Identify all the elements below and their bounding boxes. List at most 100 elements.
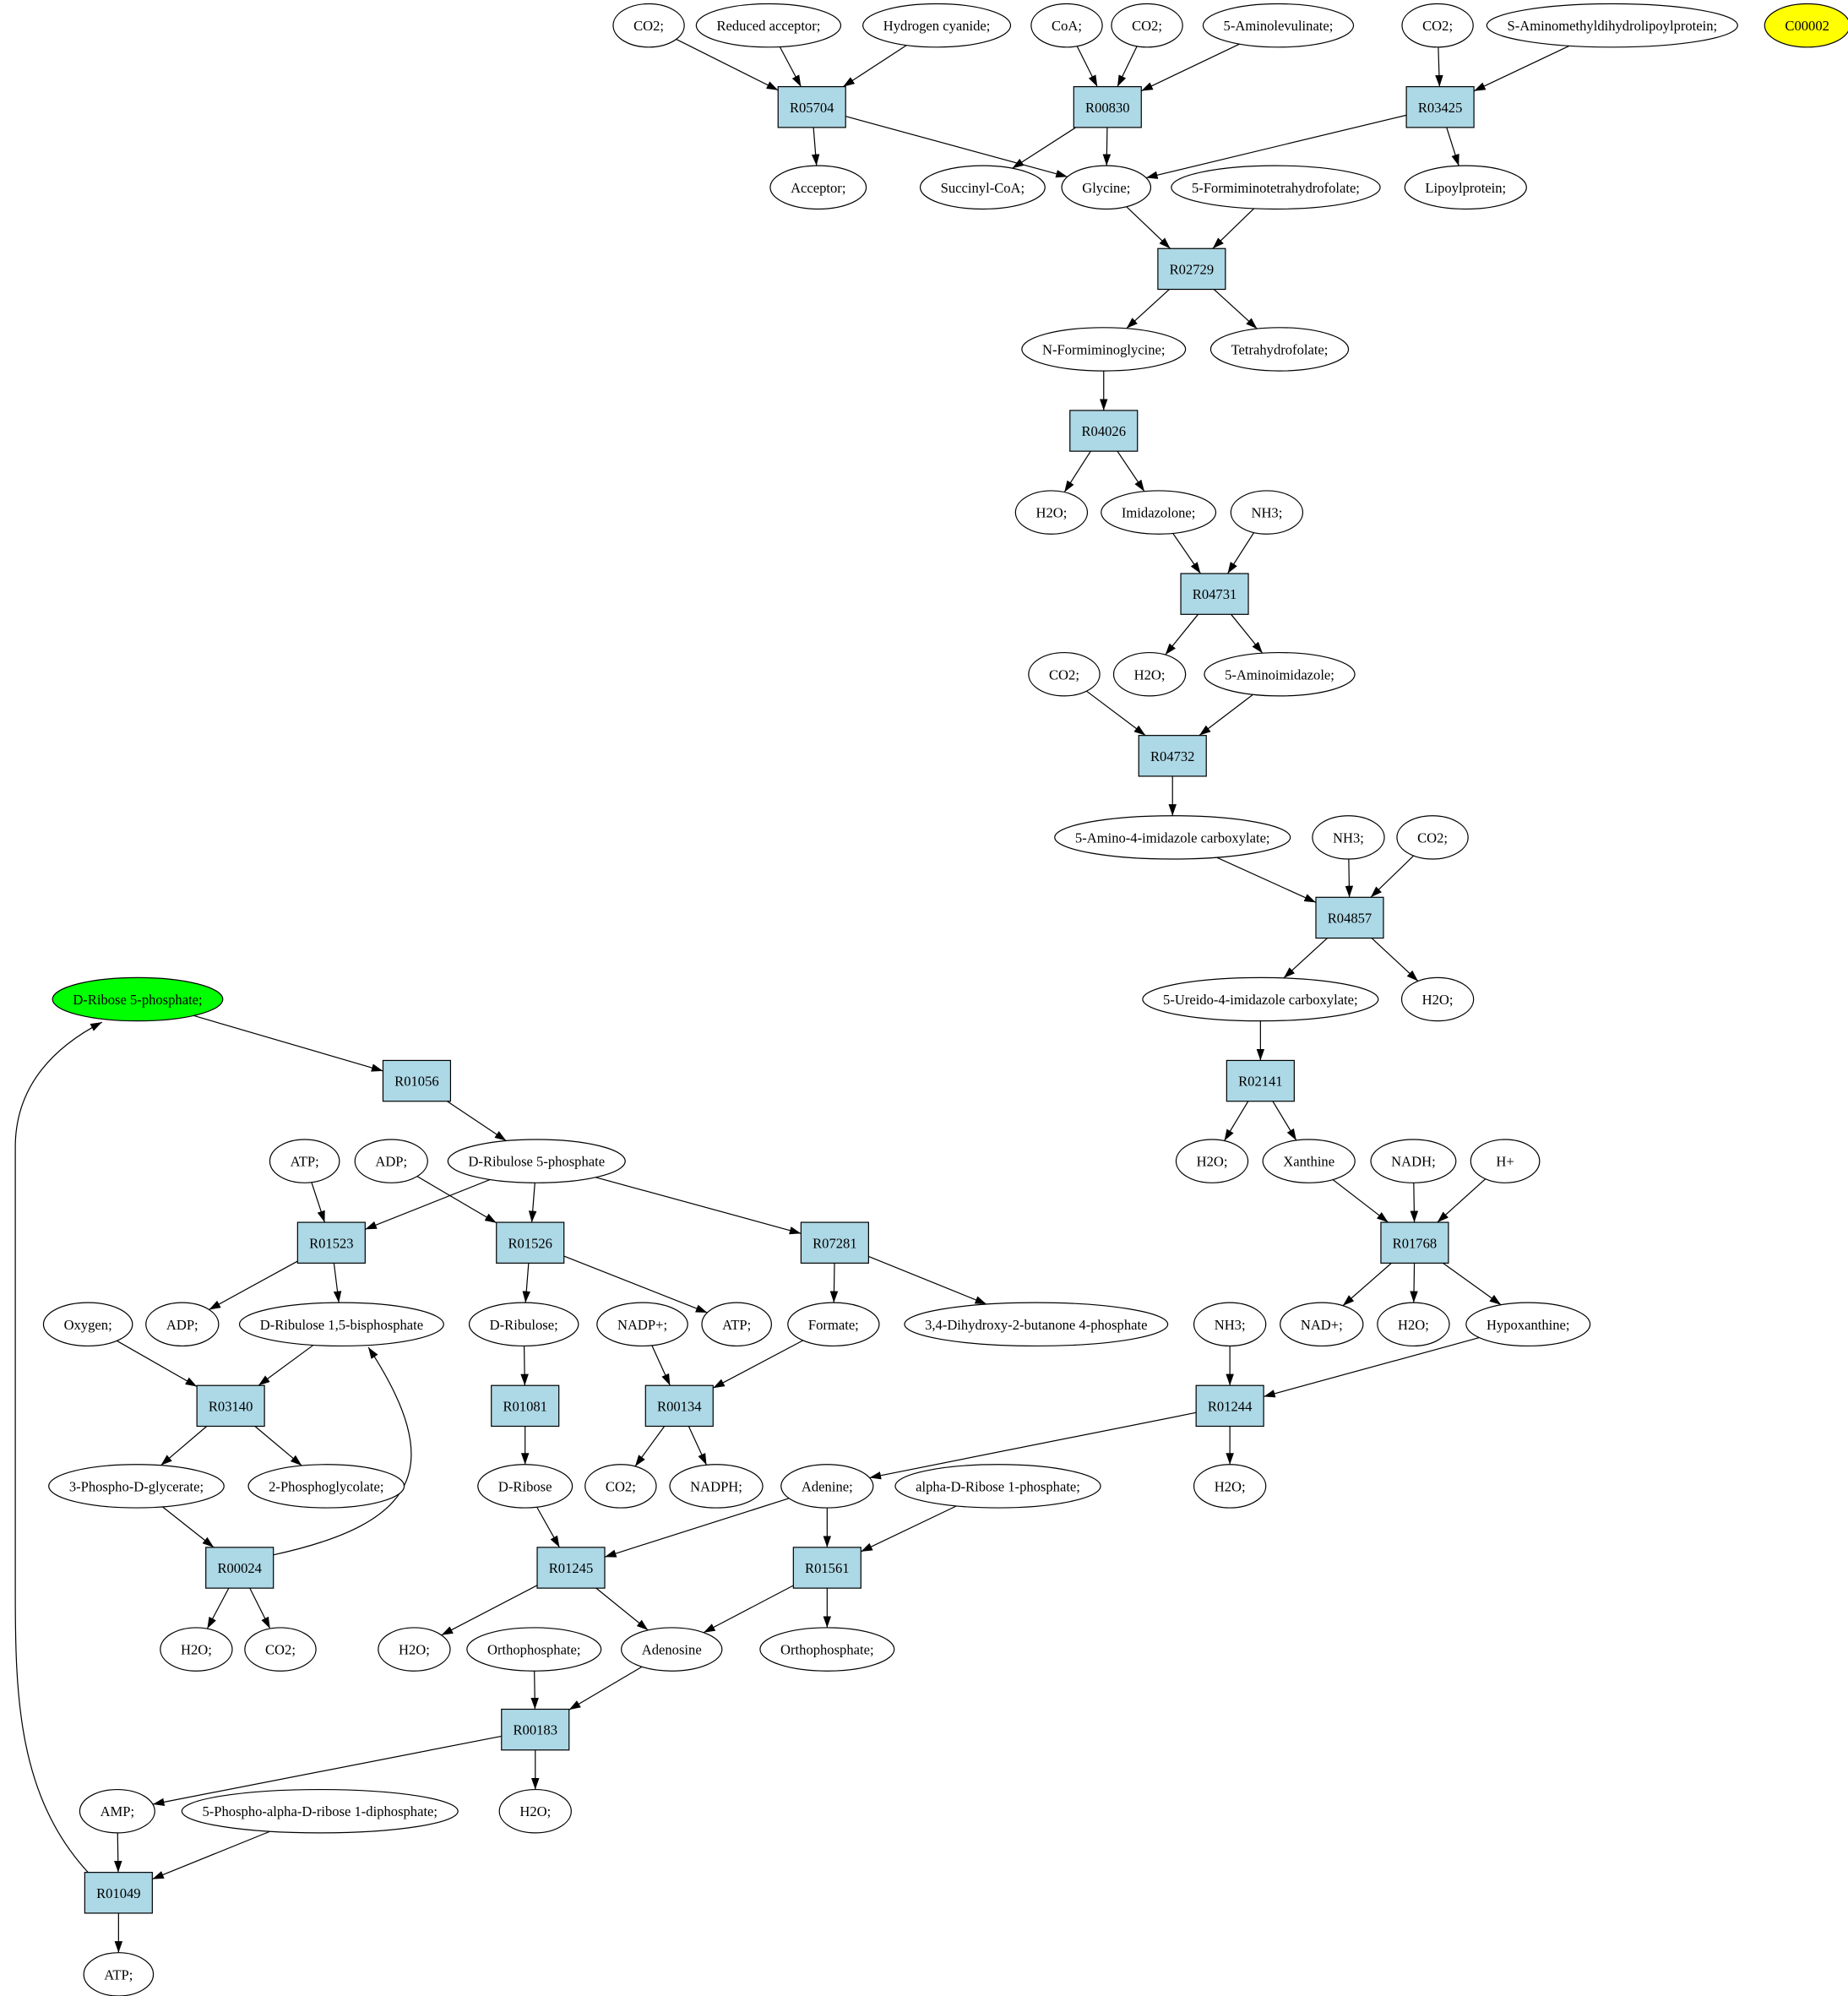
reaction-node[interactable]: R00024 — [205, 1547, 274, 1589]
compound-node[interactable]: Acceptor; — [769, 165, 867, 210]
compound-node[interactable]: H2O; — [1193, 1464, 1267, 1509]
compound-node[interactable]: alpha-D-Ribose 1-phosphate; — [894, 1464, 1101, 1509]
reaction-node[interactable]: R05704 — [777, 86, 846, 128]
node-label: Orthophosphate; — [780, 1642, 874, 1658]
compound-node[interactable]: ADP; — [354, 1139, 428, 1183]
compound-node[interactable]: Tetrahydrofolate; — [1209, 327, 1350, 372]
reaction-node[interactable]: R01049 — [84, 1872, 153, 1914]
compound-node[interactable]: Orthophosphate; — [466, 1627, 602, 1672]
reaction-node[interactable]: R03425 — [1405, 86, 1475, 128]
compound-ellipse — [145, 1302, 220, 1347]
reaction-node[interactable]: R01081 — [491, 1384, 560, 1428]
compound-node[interactable]: 5-Amino-4-imidazole carboxylate; — [1054, 815, 1291, 860]
compound-node[interactable]: NH3; — [1312, 815, 1385, 860]
reaction-node[interactable]: R04026 — [1069, 410, 1139, 452]
compound-node[interactable]: Adenosine — [621, 1627, 723, 1672]
compound-node[interactable]: H2O; — [378, 1627, 451, 1672]
reaction-node[interactable]: R01245 — [536, 1547, 606, 1589]
compound-node[interactable]: D-Ribulose 5-phosphate — [447, 1139, 626, 1183]
compound-node[interactable]: CO2; — [244, 1627, 317, 1672]
compound-node[interactable]: CO2; — [1028, 651, 1101, 697]
compound-node[interactable]: C00002 — [1764, 3, 1848, 48]
reaction-node[interactable]: R00134 — [644, 1384, 714, 1428]
reaction-node[interactable]: R04857 — [1315, 896, 1384, 939]
compound-node[interactable]: CO2; — [584, 1464, 657, 1509]
compound-node[interactable]: 5-Aminolevulinate; — [1202, 3, 1355, 48]
compound-node[interactable]: ATP; — [83, 1952, 155, 1996]
node-label: H+ — [1496, 1154, 1514, 1170]
node-label: C00002 — [1785, 18, 1829, 34]
compound-node[interactable]: N-Formiminoglycine; — [1021, 327, 1187, 372]
compound-node[interactable]: H2O; — [1175, 1139, 1249, 1183]
compound-node[interactable]: D-Ribulose; — [468, 1302, 579, 1347]
compound-node[interactable]: NAD+; — [1280, 1302, 1364, 1347]
reaction-node[interactable]: R00830 — [1073, 86, 1142, 128]
node-label: R03425 — [1418, 100, 1463, 116]
compound-node[interactable]: CO2; — [1111, 3, 1183, 48]
compound-node[interactable]: S-Aminomethyldihydrolipoylprotein; — [1486, 3, 1738, 48]
compound-node[interactable]: Formate; — [787, 1302, 880, 1347]
compound-node[interactable]: H2O; — [1400, 976, 1475, 1022]
reaction-node[interactable]: R01056 — [382, 1059, 452, 1102]
compound-node[interactable]: H+ — [1470, 1139, 1541, 1183]
compound-node[interactable]: NH3; — [1230, 490, 1304, 535]
compound-node[interactable]: ATP; — [269, 1139, 340, 1183]
compound-node[interactable]: ATP; — [701, 1302, 772, 1347]
compound-node[interactable]: 5-Ureido-4-imidazole carboxylate; — [1142, 976, 1379, 1022]
compound-node[interactable]: D-Ribose 5-phosphate; — [52, 976, 224, 1022]
reaction-node[interactable]: R02141 — [1226, 1059, 1295, 1102]
compound-node[interactable]: NADH; — [1370, 1139, 1457, 1183]
reaction-node[interactable]: R03140 — [196, 1384, 265, 1428]
edge-nadp-to-R00134 — [651, 1345, 671, 1386]
compound-node[interactable]: CoA; — [1030, 3, 1103, 48]
reaction-node[interactable]: R01244 — [1195, 1384, 1264, 1428]
node-label: CO2; — [1422, 18, 1453, 34]
compound-node[interactable]: D-Ribulose 1,5-bisphosphate — [238, 1302, 444, 1347]
compound-node[interactable]: 5-Aminoimidazole; — [1204, 651, 1356, 697]
compound-node[interactable]: Oxygen; — [42, 1302, 133, 1347]
compound-node[interactable]: CO2; — [612, 3, 685, 48]
reaction-node[interactable]: R00183 — [501, 1708, 570, 1751]
compound-node[interactable]: ADP; — [145, 1302, 220, 1347]
compound-node[interactable]: Xanthine — [1262, 1139, 1356, 1183]
compound-node[interactable]: D-Ribose — [477, 1464, 573, 1509]
reaction-box — [296, 1221, 366, 1264]
reaction-node[interactable]: R01526 — [496, 1221, 565, 1264]
compound-node[interactable]: Imidazolone; — [1101, 490, 1217, 535]
compound-node[interactable]: 5-Formiminotetrahydrofolate; — [1171, 165, 1381, 210]
compound-node[interactable]: AMP; — [79, 1788, 155, 1834]
reaction-node[interactable]: R01561 — [792, 1547, 861, 1589]
compound-node[interactable]: Hydrogen cyanide; — [862, 3, 1012, 48]
compound-node[interactable]: 2-Phosphoglycolate; — [247, 1464, 405, 1509]
reaction-node[interactable]: R04731 — [1180, 573, 1249, 615]
reaction-node[interactable]: R01768 — [1380, 1221, 1449, 1264]
compound-node[interactable]: 3-Phospho-D-glycerate; — [48, 1464, 225, 1509]
compound-node[interactable]: H2O; — [498, 1788, 572, 1834]
edge-red_acc-to-R05704 — [779, 46, 802, 87]
compound-node[interactable]: Adenine; — [780, 1464, 874, 1509]
compound-node[interactable]: Reduced acceptor; — [695, 3, 842, 48]
reaction-box — [792, 1547, 861, 1589]
compound-node[interactable]: Glycine; — [1061, 165, 1152, 210]
compound-node[interactable]: CO2; — [1396, 815, 1469, 860]
compound-node[interactable]: NH3; — [1193, 1302, 1267, 1347]
reaction-node[interactable]: R07281 — [800, 1221, 869, 1264]
compound-node[interactable]: NADP+; — [596, 1302, 688, 1347]
compound-ellipse — [447, 1139, 626, 1183]
compound-node[interactable]: Lipoylprotein; — [1404, 165, 1527, 210]
compound-node[interactable]: Hypoxanthine; — [1465, 1302, 1591, 1347]
compound-node[interactable]: 5-Phospho-alpha-D-ribose 1-diphosphate; — [181, 1788, 459, 1834]
compound-node[interactable]: 3,4-Dihydroxy-2-butanone 4-phosphate — [904, 1302, 1169, 1347]
compound-node[interactable]: H2O; — [160, 1627, 233, 1672]
reaction-node[interactable]: R04732 — [1138, 735, 1207, 777]
compound-node[interactable]: NADPH; — [669, 1464, 764, 1509]
reaction-node[interactable]: R01523 — [296, 1221, 366, 1264]
compound-node[interactable]: H2O; — [1014, 490, 1089, 535]
reaction-node[interactable]: R02729 — [1157, 247, 1226, 291]
compound-node[interactable]: Orthophosphate; — [759, 1627, 895, 1672]
compound-node[interactable]: CO2; — [1401, 3, 1474, 48]
compound-node[interactable]: Succinyl-CoA; — [919, 165, 1046, 210]
compound-node[interactable]: H2O; — [1377, 1302, 1450, 1347]
compound-node[interactable]: H2O; — [1112, 651, 1187, 697]
compound-ellipse — [238, 1302, 444, 1347]
